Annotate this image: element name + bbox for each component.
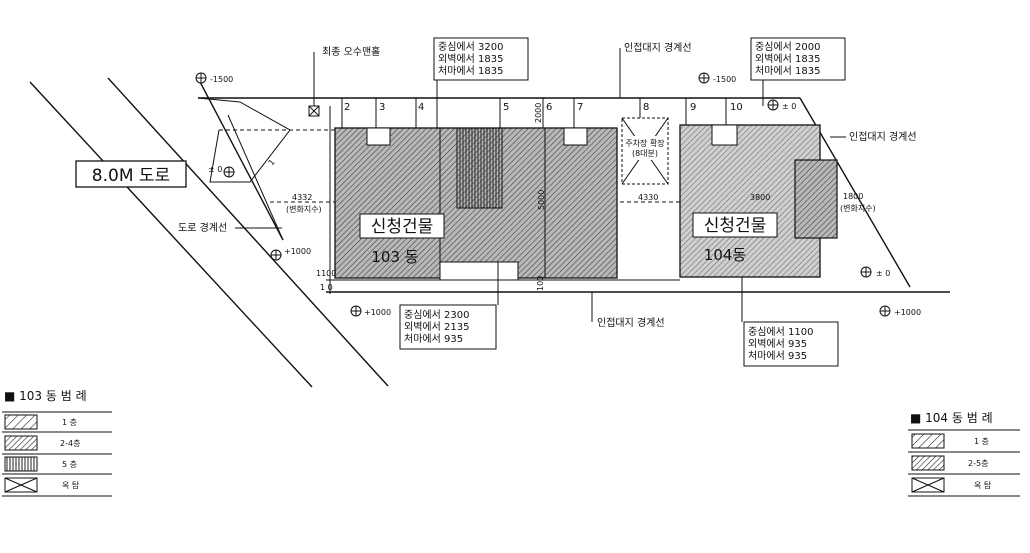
svg-text:± 0: ± 0 [782,102,796,111]
svg-text:1800: 1800 [843,192,863,201]
road-boundary-label: 도로 경계선 [178,221,227,234]
svg-text:1: 1 [267,158,277,168]
road-label: 8.0M 도로 [92,166,170,186]
svg-text:± 0: ± 0 [876,269,890,278]
legend-swatch-vertical [4,456,38,472]
svg-text:외벽에서 2135: 외벽에서 2135 [404,321,469,333]
legend-104-label: 1 층 [974,437,989,446]
building-103-label-bottom: 103 동 [371,248,418,266]
info-box-104-bottom: 중심에서 1100 외벽에서 935 처마에서 935 [743,321,839,367]
legend-103: ■ 103 동 범 례 1 층 2-4층 5 층 옥 탑 [2,389,112,497]
svg-text:중심에서 2000: 중심에서 2000 [755,41,820,53]
svg-text:처마에서 1835: 처마에서 1835 [438,65,503,77]
level-marker: +1000 [270,247,311,261]
section-number: 6 [546,102,552,113]
section-number: 5 [503,102,509,113]
level-marker: ± 0 [208,165,235,178]
manhole: 최종 오수맨홀 [308,45,380,117]
section-number: 10 [730,102,743,113]
svg-text:4332: 4332 [292,193,312,202]
svg-text:-1500: -1500 [210,75,233,84]
legend-104-title: ■ 104 동 범 례 [910,411,993,425]
svg-text:+1000: +1000 [364,308,391,317]
svg-text:1 0: 1 0 [320,283,333,292]
legend-104-label: 2-5층 [968,459,988,468]
svg-text:처마에서 1835: 처마에서 1835 [755,65,820,77]
svg-text:(변화지수): (변화지수) [840,203,876,213]
legend-103-label: 5 층 [62,460,77,469]
neighbor-boundary-top: 인접대지 경계선 [624,41,692,54]
info-box-103-bottom: 중심에서 2300 외벽에서 2135 처마에서 935 [399,304,497,350]
svg-text:외벽에서 1835: 외벽에서 1835 [755,53,820,65]
svg-text:-1500: -1500 [713,75,736,84]
building-104-label-top: 신청건물 [704,216,767,236]
svg-text:중심에서 2300: 중심에서 2300 [404,309,469,321]
svg-text:+1000: +1000 [284,247,311,256]
svg-text:3800: 3800 [750,193,770,202]
svg-text:처마에서 935: 처마에서 935 [748,350,807,362]
building-103-label-top: 신청건물 [371,217,434,237]
road-label-box: 8.0M 도로 도로 경계선 [75,160,227,234]
section-number: 9 [690,102,696,113]
section-number: 3 [379,102,385,113]
parking-label-line1: 주차장 확장 [625,138,665,148]
level-marker: ± 0 [767,99,796,111]
level-marker: ± 0 [860,266,890,278]
legend-swatch-cross [4,477,38,493]
svg-text:중심에서 3200: 중심에서 3200 [438,41,503,53]
legend-swatch-double [911,455,945,471]
building-104-label-bottom: 104동 [704,246,747,264]
road [29,77,389,388]
leader-lines [235,48,846,322]
svg-text:1100: 1100 [316,269,336,278]
svg-text:외벽에서 1835: 외벽에서 1835 [438,53,503,65]
legend-103-title: ■ 103 동 범 례 [4,389,87,403]
building-103: 신청건물 103 동 [334,127,618,281]
legend-103-label: 1 층 [62,418,77,427]
section-number: 2 [344,102,350,113]
svg-text:± 0: ± 0 [208,165,222,174]
svg-text:+1000: +1000 [894,308,921,317]
svg-text:(변화지수): (변화지수) [286,204,322,214]
legend-swatch-double [4,435,38,451]
neighbor-boundary-right: 인접대지 경계선 [849,130,917,143]
dimension-labels: 4332 (변화지수) 4330 3800 1800 (변화지수) 1100 1… [267,103,876,292]
legend-swatch-cross [911,477,945,493]
svg-text:처마에서 935: 처마에서 935 [404,333,463,345]
svg-text:4330: 4330 [638,193,658,202]
section-numbers: 2 3 4 5 6 7 8 9 10 [341,98,743,128]
building-104: 신청건물 104동 [679,124,838,278]
section-number: 7 [577,102,583,113]
svg-text:외벽에서 935: 외벽에서 935 [748,338,807,350]
info-box-103-top: 중심에서 3200 외벽에서 1835 처마에서 1835 [433,37,529,81]
parking-expansion: 주차장 확장 (8대분) [621,117,669,185]
legend-103-label: 2-4층 [60,439,80,448]
legend-swatch-single [4,414,38,430]
neighbor-boundary-bottom: 인접대지 경계선 [597,316,665,329]
level-marker: -1500 [195,72,233,84]
info-box-104-top: 중심에서 2000 외벽에서 1835 처마에서 1835 [750,37,846,81]
level-marker: -1500 [698,72,736,84]
manhole-label: 최종 오수맨홀 [322,45,380,58]
section-number: 4 [418,102,424,113]
legend-103-label: 옥 탑 [62,481,80,490]
parking-label-line2: (8대분) [632,149,658,158]
svg-text:5000: 5000 [537,190,546,210]
legend-104-label: 옥 탑 [974,481,992,490]
section-number: 8 [643,102,649,113]
legend-swatch-single [911,433,945,449]
legend-104: ■ 104 동 범 례 1 층 2-5층 옥 탑 [908,411,1020,497]
level-marker: +1000 [879,305,921,317]
svg-text:중심에서 1100: 중심에서 1100 [748,326,813,338]
svg-text:2000: 2000 [534,103,543,123]
svg-text:100: 100 [536,276,545,291]
level-marker: +1000 [350,305,391,317]
